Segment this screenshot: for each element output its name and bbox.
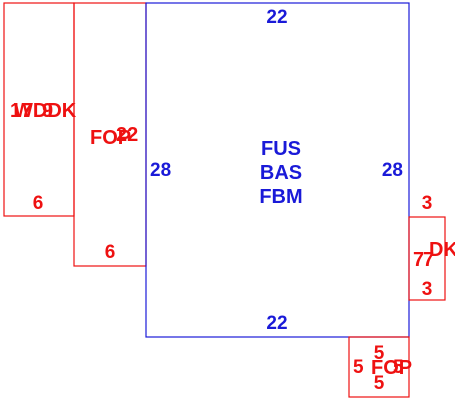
bottom-porch-bottom-dim: 5	[374, 373, 385, 394]
right-deck: 3 DK 7 7 3	[408, 193, 455, 301]
main-area-top-dim: 22	[266, 7, 287, 28]
main-area: 22 22 28 28 FUS BAS FBM	[145, 2, 410, 338]
bottom-porch: 5 5 FOP 5 5	[348, 336, 412, 398]
main-area-right-dim: 28	[382, 160, 403, 181]
left-porch: FOP 22 6	[73, 2, 147, 267]
left-wood-deck: 17 WDDK 9 6	[3, 2, 77, 217]
main-area-left-dim: 28	[150, 160, 171, 181]
right-deck-side-dim-b: 7	[423, 249, 434, 271]
bottom-porch-outline	[348, 336, 410, 398]
main-area-outline	[145, 2, 410, 338]
right-deck-code: DK	[429, 239, 455, 261]
right-deck-top-dim: 3	[422, 193, 433, 214]
bottom-porch-left-dim: 5	[353, 357, 364, 378]
right-deck-outline	[408, 216, 446, 301]
bottom-porch-right-dim: 5	[393, 357, 404, 378]
right-deck-bottom-dim: 3	[422, 279, 433, 300]
bottom-porch-top-dim: 5	[374, 343, 385, 364]
left-wood-deck-dim-b: 9	[42, 100, 53, 122]
main-area-code-2: BAS	[260, 162, 302, 184]
left-wood-deck-dim-a: 17	[10, 100, 32, 122]
left-wood-deck-bottom-dim: 6	[33, 193, 44, 214]
left-porch-bottom-dim: 6	[105, 242, 116, 263]
left-porch-dim: 22	[116, 124, 138, 146]
left-wood-deck-code: WDDK	[14, 100, 77, 122]
left-porch-code: FOP	[90, 127, 131, 149]
main-area-code-1: FUS	[261, 138, 301, 160]
main-area-code-3: FBM	[259, 186, 302, 208]
right-deck-side-dim-a: 7	[413, 249, 424, 271]
main-area-bottom-dim: 22	[266, 313, 287, 334]
bottom-porch-code: FOP	[371, 357, 412, 379]
